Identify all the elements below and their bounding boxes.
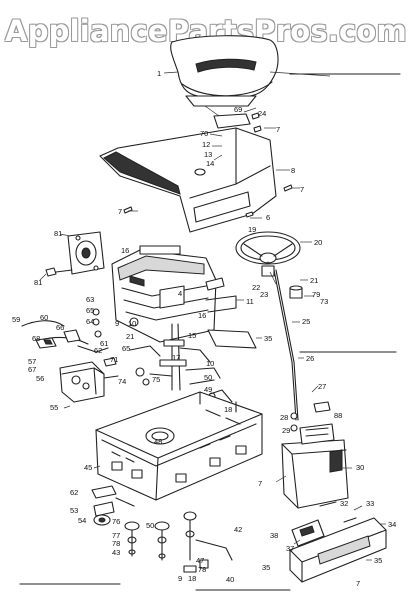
part-label: 47 bbox=[196, 556, 204, 565]
part-label: 59 bbox=[12, 315, 20, 324]
part-label: 9 bbox=[115, 319, 119, 328]
part-label: 34 bbox=[388, 520, 396, 529]
part-label: 65 bbox=[122, 344, 130, 353]
part-label: 24 bbox=[258, 109, 266, 118]
part-label: 50 bbox=[204, 373, 212, 382]
part-label: 42 bbox=[234, 525, 242, 534]
part-label: 10 bbox=[206, 359, 214, 368]
part-label: 45 bbox=[84, 463, 92, 472]
part-label: 65 bbox=[86, 306, 94, 315]
part-label: 88 bbox=[334, 411, 342, 420]
part-label: 35 bbox=[264, 334, 272, 343]
part-label: 18 bbox=[224, 405, 232, 414]
steering-wheel bbox=[235, 231, 301, 265]
part-label: 61 bbox=[100, 339, 108, 348]
part-label: 18 bbox=[188, 574, 196, 583]
part-label: 50 bbox=[146, 521, 154, 530]
part-label: 77 bbox=[112, 531, 120, 540]
part-label: 66 bbox=[56, 323, 64, 332]
part-label: 10 bbox=[128, 319, 136, 328]
part-label: 35 bbox=[374, 556, 382, 565]
front-hood bbox=[289, 501, 387, 583]
part-label: 43 bbox=[112, 548, 120, 557]
rear-fender bbox=[99, 127, 277, 233]
part-label: 35 bbox=[262, 563, 270, 572]
part-label: 20 bbox=[314, 238, 322, 247]
part-label: 78 bbox=[112, 539, 120, 548]
part-label: 32 bbox=[340, 499, 348, 508]
part-label: 12 bbox=[202, 140, 210, 149]
part-label: 81 bbox=[54, 229, 62, 238]
part-label: 25 bbox=[302, 317, 310, 326]
part-label: 15 bbox=[188, 331, 196, 340]
part-label: 67 bbox=[28, 365, 36, 374]
part-label: 54 bbox=[78, 516, 86, 525]
part-label: 19 bbox=[248, 225, 256, 234]
part-label: 9 bbox=[178, 574, 182, 583]
part-label: 53 bbox=[70, 506, 78, 515]
part-label: 69 bbox=[234, 105, 242, 114]
throttle-linkage bbox=[129, 317, 257, 421]
part-label: 38 bbox=[270, 531, 278, 540]
part-label: 76 bbox=[112, 517, 120, 526]
part-label: 79 bbox=[312, 290, 320, 299]
part-label: 37 bbox=[286, 544, 294, 553]
part-labels: 1 69 24 70 7 12 13 14 8 7 7 6 19 81 16 2… bbox=[12, 69, 396, 588]
part-label: 7 bbox=[118, 207, 122, 216]
part-label: 56 bbox=[36, 374, 44, 383]
engine bbox=[111, 245, 237, 343]
part-label: 4 bbox=[178, 289, 182, 298]
part-label: 7 bbox=[258, 479, 262, 488]
part-label: 74 bbox=[118, 377, 126, 386]
part-label: 22 bbox=[252, 283, 260, 292]
part-label: 70 bbox=[200, 129, 208, 138]
part-label: 48 bbox=[154, 437, 162, 446]
front-axle-hardware bbox=[91, 485, 233, 573]
part-label: 21 bbox=[310, 276, 318, 285]
part-label: 33 bbox=[366, 499, 374, 508]
left-cable-assembly bbox=[21, 308, 109, 353]
part-label: 7 bbox=[300, 185, 304, 194]
part-label: 78 bbox=[198, 565, 206, 574]
part-label: 8 bbox=[291, 166, 295, 175]
part-label: 6 bbox=[266, 213, 270, 222]
part-label: 75 bbox=[152, 375, 160, 384]
part-label: 73 bbox=[320, 297, 328, 306]
part-label: 60 bbox=[40, 313, 48, 322]
part-label: 29 bbox=[282, 426, 290, 435]
part-label: 16 bbox=[121, 246, 129, 255]
part-label: 7 bbox=[276, 125, 280, 134]
chassis-frame bbox=[95, 389, 263, 501]
part-label: 64 bbox=[86, 317, 94, 326]
part-label: 40 bbox=[226, 575, 234, 584]
part-label: 68 bbox=[32, 334, 40, 343]
control-box bbox=[59, 357, 119, 403]
part-label: 30 bbox=[356, 463, 364, 472]
part-label: 71 bbox=[110, 355, 118, 364]
part-label: 28 bbox=[280, 413, 288, 422]
part-label: 27 bbox=[318, 382, 326, 391]
part-label: 55 bbox=[50, 403, 58, 412]
part-label: 23 bbox=[260, 290, 268, 299]
part-label: 14 bbox=[206, 159, 214, 168]
leader-lines bbox=[39, 107, 386, 561]
part-label: 11 bbox=[246, 297, 254, 306]
part-label: 63 bbox=[86, 295, 94, 304]
part-label: 57 bbox=[28, 357, 36, 366]
part-label: 81 bbox=[34, 278, 42, 287]
part-label: 7 bbox=[356, 579, 360, 588]
part-label: 16 bbox=[198, 311, 206, 320]
part-label: 62 bbox=[70, 488, 78, 497]
part-label: 49 bbox=[204, 385, 212, 394]
part-label: 21 bbox=[126, 332, 134, 341]
part-label: 62 bbox=[94, 346, 102, 355]
dash-tower bbox=[281, 401, 349, 509]
part-label: 26 bbox=[306, 354, 314, 363]
seat bbox=[170, 35, 279, 107]
part-label: 17 bbox=[172, 353, 180, 362]
engine-pulley-plate bbox=[45, 231, 105, 277]
part-label: 13 bbox=[204, 150, 212, 159]
part-label: 1 bbox=[157, 69, 161, 78]
